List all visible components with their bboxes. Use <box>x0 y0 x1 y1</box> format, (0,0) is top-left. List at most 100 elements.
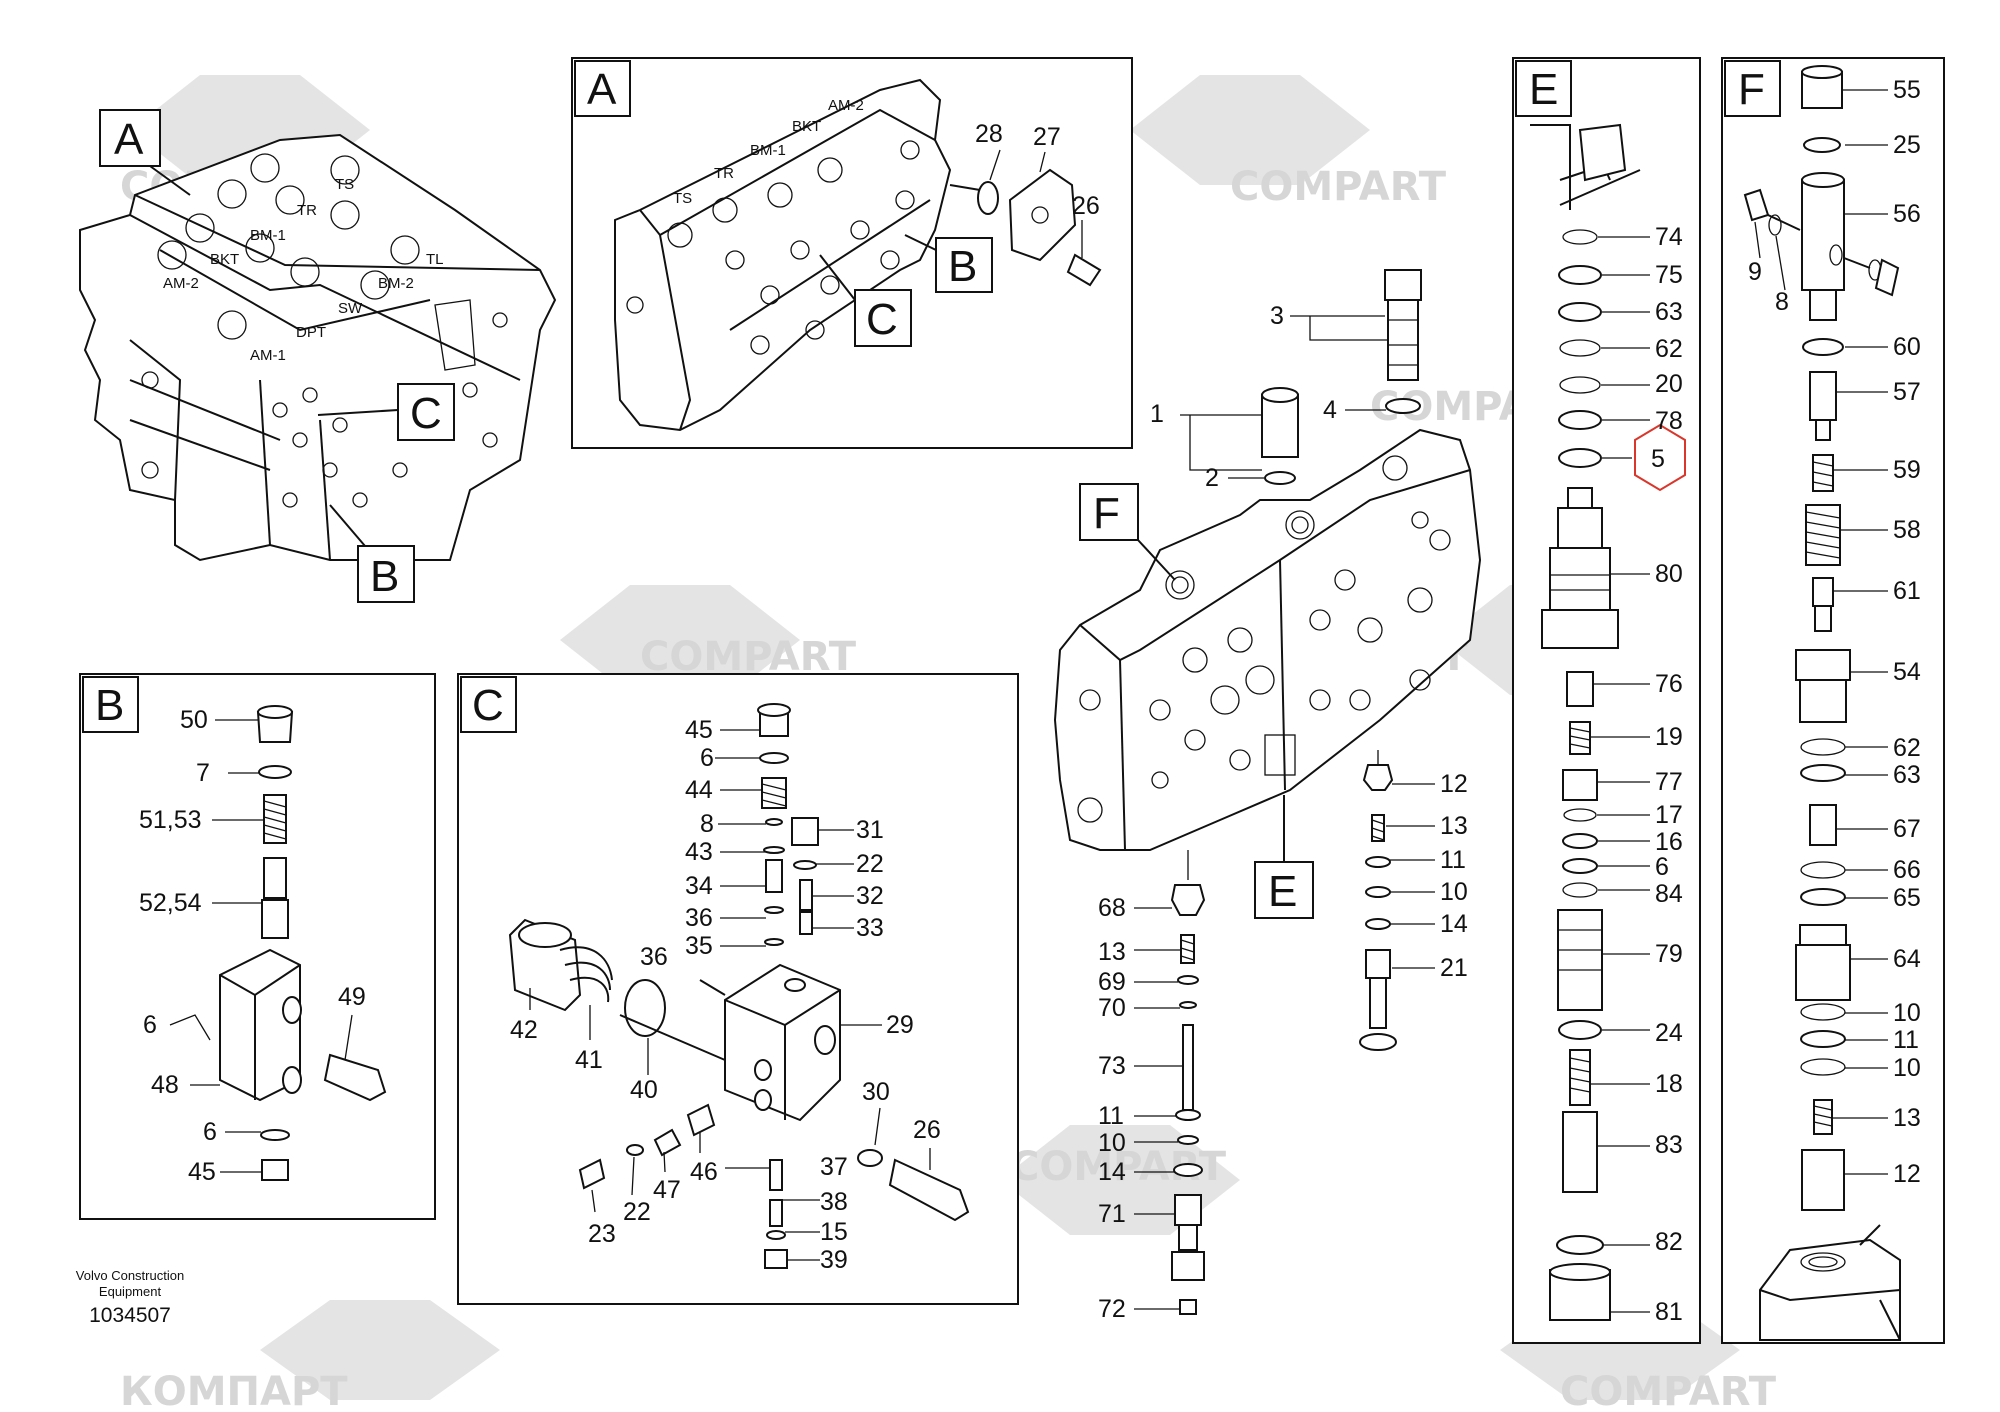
watermark-logo: COMPART <box>1130 75 1447 210</box>
part-51-53: 51,53 <box>139 806 202 834</box>
part-84: 84 <box>1655 880 1683 908</box>
port-label-tr: TR <box>297 202 317 219</box>
part-4: 4 <box>1323 396 1337 424</box>
svg-text:COMPART: COMPART <box>640 634 857 680</box>
part-37: 37 <box>820 1153 848 1181</box>
part-80: 80 <box>1655 560 1683 588</box>
svg-text:E: E <box>1268 867 1297 916</box>
detail-a-callout-b: B <box>904 234 993 293</box>
svg-text:A: A <box>587 65 617 114</box>
part-57: 57 <box>1893 378 1921 406</box>
detail-a-port-am-2: AM-2 <box>828 97 864 114</box>
part-14: 14 <box>1440 910 1468 938</box>
part-36: 36 <box>640 943 668 971</box>
part-14: 14 <box>1098 1158 1126 1186</box>
part-20: 20 <box>1655 370 1683 398</box>
part-32: 32 <box>856 882 884 910</box>
part-6: 6 <box>700 744 714 772</box>
watermark-logo: COMPART <box>560 585 857 695</box>
center-valve-section <box>1053 269 1482 1315</box>
part-28: 28 <box>975 120 1003 148</box>
part-76: 76 <box>1655 670 1683 698</box>
part-66: 66 <box>1893 856 1921 884</box>
part-45: 45 <box>188 1158 216 1186</box>
svg-text:C: C <box>472 681 504 730</box>
part-11: 11 <box>1440 846 1466 874</box>
part-6: 6 <box>1655 853 1669 881</box>
drawing-footer: Volvo Construction Equipment 1034507 <box>60 1268 200 1328</box>
part-48: 48 <box>151 1071 179 1099</box>
part-38: 38 <box>820 1188 848 1216</box>
center-callout-e: E <box>1254 795 1314 919</box>
part-69: 69 <box>1098 968 1126 996</box>
part-40: 40 <box>630 1076 658 1104</box>
part-62: 62 <box>1655 335 1683 363</box>
detail-a-callout-c: C <box>819 254 912 347</box>
part-22: 22 <box>856 850 884 878</box>
svg-text:A: A <box>114 115 144 164</box>
part-9: 9 <box>1748 258 1762 286</box>
part-83: 83 <box>1655 1131 1683 1159</box>
part-15: 15 <box>820 1218 848 1246</box>
part-10: 10 <box>1893 999 1921 1027</box>
part-79: 79 <box>1655 940 1683 968</box>
part-54: 54 <box>1893 658 1921 686</box>
part-16: 16 <box>1655 828 1683 856</box>
part-6: 6 <box>143 1011 157 1039</box>
detail-a-port-bkt: BKT <box>792 118 821 135</box>
part-63: 63 <box>1893 761 1921 789</box>
part-46: 46 <box>690 1158 718 1186</box>
callout-main-a: A <box>99 109 191 196</box>
part-17: 17 <box>1655 801 1683 829</box>
detail-b-frame: B <box>79 673 436 1220</box>
svg-text:B: B <box>948 242 977 291</box>
detail-a-port-tr: TR <box>714 165 734 182</box>
part-6: 6 <box>203 1118 217 1146</box>
svg-text:F: F <box>1738 65 1765 114</box>
part-65: 65 <box>1893 884 1921 912</box>
part-11: 11 <box>1098 1102 1124 1130</box>
part-77: 77 <box>1655 768 1683 796</box>
part-56: 56 <box>1893 200 1921 228</box>
part-29: 29 <box>886 1011 914 1039</box>
port-label-bm-2: BM-2 <box>378 275 414 292</box>
part-12: 12 <box>1893 1160 1921 1188</box>
part-22: 22 <box>623 1198 651 1226</box>
svg-text:B: B <box>370 552 399 601</box>
part-33: 33 <box>856 914 884 942</box>
part-64: 64 <box>1893 945 1921 973</box>
part-74: 74 <box>1655 223 1683 251</box>
part-60: 60 <box>1893 333 1921 361</box>
part-47: 47 <box>653 1176 681 1204</box>
svg-text:COMPART: COMPART <box>1560 1369 1777 1412</box>
detail-e-frame: E <box>1512 57 1701 1344</box>
port-label-ts: TS <box>335 176 354 193</box>
part-1: 1 <box>1150 400 1164 428</box>
center-callout-f: F <box>1079 483 1176 581</box>
part-5: 5 <box>1651 445 1665 473</box>
svg-text:COMPART: COMPART <box>1230 164 1447 210</box>
part-42: 42 <box>510 1016 538 1044</box>
part-2: 2 <box>1205 464 1219 492</box>
part-59: 59 <box>1893 456 1921 484</box>
part-18: 18 <box>1655 1070 1683 1098</box>
part-34: 34 <box>685 872 713 900</box>
part-45: 45 <box>685 716 713 744</box>
manufacturer-line-1: Volvo Construction <box>75 1268 185 1283</box>
svg-text:E: E <box>1529 65 1558 114</box>
callout-main-b: B <box>329 504 415 603</box>
part-62: 62 <box>1893 734 1921 762</box>
part-67: 67 <box>1893 815 1921 843</box>
part-50: 50 <box>180 706 208 734</box>
callout-main-c: C <box>317 383 455 441</box>
part-36: 36 <box>685 904 713 932</box>
drawing-number: 1034507 <box>89 1304 171 1327</box>
svg-text:F: F <box>1093 489 1120 538</box>
port-label-am-1: AM-1 <box>250 347 286 364</box>
part-13: 13 <box>1098 938 1126 966</box>
svg-text:C: C <box>866 295 898 344</box>
watermark-logo: КОМПАРТ <box>120 1300 500 1412</box>
part-13: 13 <box>1893 1104 1921 1132</box>
part-68: 68 <box>1098 894 1126 922</box>
